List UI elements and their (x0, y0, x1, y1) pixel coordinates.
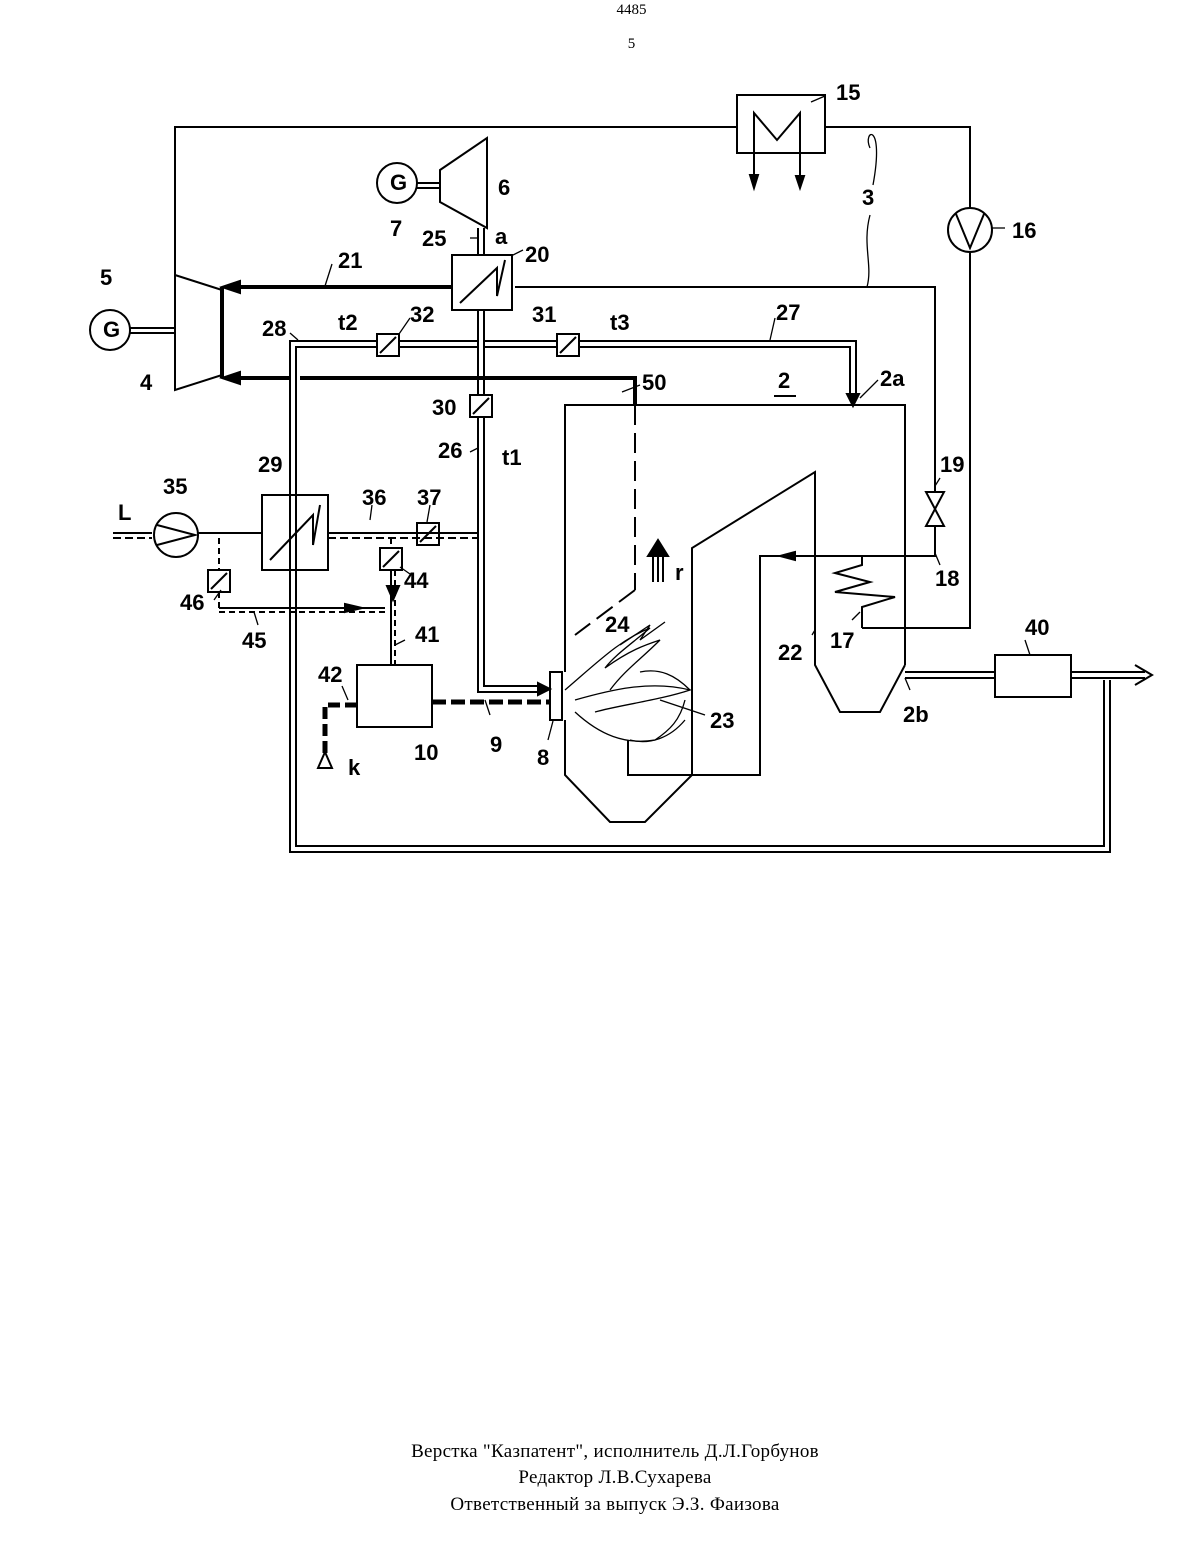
heater-17 (835, 555, 895, 628)
label-40: 40 (1025, 615, 1049, 640)
label-21: 21 (338, 248, 362, 273)
label-4: 4 (140, 370, 153, 395)
label-t1: t1 (502, 445, 522, 470)
label-44: 44 (404, 568, 429, 593)
label-g7: G (390, 170, 407, 195)
label-a: a (495, 224, 508, 249)
label-g5: G (103, 317, 120, 342)
flow-arrow-r (648, 540, 668, 582)
air-line-L (113, 533, 152, 538)
label-32: 32 (410, 302, 434, 327)
exhaust-pipe (905, 655, 1152, 697)
label-10: 10 (414, 740, 438, 765)
footer-typesetting: Верстка "Казпатент", исполнитель Д.Л.Гор… (0, 1441, 1203, 1463)
label-k: k (348, 755, 361, 780)
compressor-4 (175, 275, 222, 390)
label-7: 7 (390, 216, 402, 241)
footer-editor: Редактор Л.В.Сухарева (0, 1467, 1203, 1489)
label-19: 19 (940, 452, 964, 477)
label-45: 45 (242, 628, 266, 653)
label-9: 9 (490, 732, 502, 757)
turbine-6 (440, 138, 487, 228)
label-24: 24 (605, 612, 630, 637)
label-22: 22 (778, 640, 802, 665)
label-15: 15 (836, 80, 860, 105)
valve-30 (470, 395, 492, 417)
label-3: 3 (862, 185, 874, 210)
label-16: 16 (1012, 218, 1036, 243)
pipe-45 (219, 538, 385, 612)
label-31: 31 (532, 302, 556, 327)
label-t2: t2 (338, 310, 358, 335)
label-6: 6 (498, 175, 510, 200)
label-29: 29 (258, 452, 282, 477)
label-2: 2 (778, 368, 790, 393)
label-17: 17 (830, 628, 854, 653)
heat-consumer-15 (737, 95, 825, 188)
pipe-27 (484, 341, 859, 406)
label-26: 26 (438, 438, 462, 463)
pipe-26 (478, 310, 550, 695)
label-23: 23 (710, 708, 734, 733)
label-41: 41 (415, 622, 439, 647)
label-L: L (118, 500, 131, 525)
air-pump-35 (154, 513, 198, 557)
heat-exchanger-20 (452, 255, 512, 310)
label-30: 30 (432, 395, 456, 420)
pump-16 (948, 208, 992, 252)
valve-46 (208, 570, 230, 592)
label-27: 27 (776, 300, 800, 325)
label-28: 28 (262, 316, 286, 341)
label-8: 8 (537, 745, 549, 770)
line-50 (300, 378, 635, 635)
label-46: 46 (180, 590, 204, 615)
label-35: 35 (163, 474, 187, 499)
generator-7 (377, 163, 440, 203)
flame-24 (565, 622, 690, 742)
label-2a: 2a (880, 366, 905, 391)
label-18: 18 (935, 566, 959, 591)
valve-32 (377, 334, 399, 356)
label-5: 5 (100, 265, 112, 290)
label-r: r (675, 560, 684, 585)
label-42: 42 (318, 662, 342, 687)
label-37: 37 (417, 485, 441, 510)
label-36: 36 (362, 485, 386, 510)
burner-8 (550, 672, 562, 720)
label-t3: t3 (610, 310, 630, 335)
mill-10 (357, 665, 432, 727)
valve-44 (380, 548, 402, 570)
label-20: 20 (525, 242, 549, 267)
label-25: 25 (422, 226, 446, 251)
valve-31 (557, 334, 579, 356)
footer-responsible: Ответственный за выпуск Э.З. Фаизова (0, 1494, 1203, 1516)
label-2b: 2b (903, 702, 929, 727)
label-50: 50 (642, 370, 666, 395)
pipe-21 (222, 281, 452, 384)
